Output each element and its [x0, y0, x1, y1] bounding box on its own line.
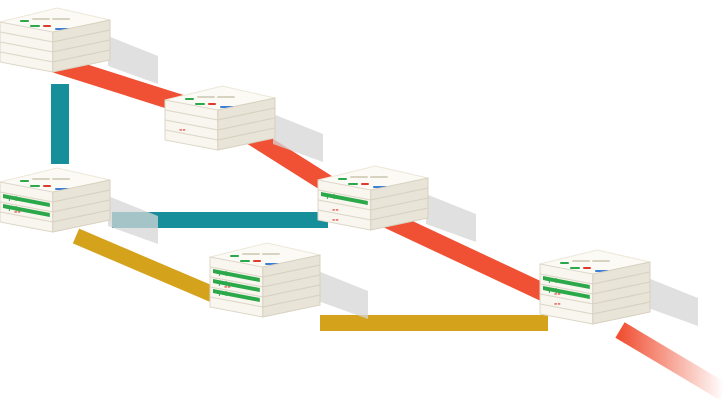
stack-shadow	[273, 114, 323, 162]
red-minus-marker: --	[332, 215, 339, 224]
stack-top-mark	[570, 267, 580, 269]
stack-top-mark	[338, 178, 347, 180]
red-minus-marker: --	[554, 289, 561, 298]
stack-top-mark	[43, 185, 51, 187]
stack-shadow	[108, 36, 158, 84]
stack-top-mark	[32, 18, 50, 20]
green-band-marker	[543, 276, 590, 289]
stack-top-mark	[262, 253, 280, 255]
green-plus-marker: ++	[216, 269, 229, 278]
tail-layer	[615, 322, 728, 400]
stack-top-mark	[52, 178, 70, 180]
stack-top-mark	[217, 96, 235, 98]
stack-shadow	[318, 271, 368, 319]
red-minus-marker: --	[179, 125, 186, 134]
stack-shadow	[426, 194, 476, 242]
stack-layer-right	[592, 301, 651, 325]
green-plus-marker: ++	[324, 192, 337, 201]
node-layer: --++++--++----++++++--++++----	[0, 7, 698, 326]
stack-layer-right	[370, 207, 429, 231]
commit-top-left	[0, 7, 158, 84]
stack-layer-right	[52, 49, 111, 73]
red-minus-marker: --	[332, 205, 339, 214]
stack-top-mark	[230, 255, 239, 257]
stack-top-mark	[583, 267, 591, 269]
green-plus-marker: ++	[6, 194, 19, 203]
green-plus-marker: ++	[546, 286, 559, 295]
stack-layer-right	[52, 209, 111, 233]
stack-top-mark	[185, 98, 194, 100]
commit-middle-left: ++++--	[0, 167, 158, 244]
stack-top-mark	[52, 18, 70, 20]
branch-connector-red-tail	[615, 322, 728, 400]
stack-top-mark	[43, 25, 51, 27]
stack-top-mark	[592, 260, 610, 262]
stack-top-mark	[195, 103, 205, 105]
stack-top-mark	[30, 185, 40, 187]
red-minus-marker: --	[224, 282, 231, 291]
stack-top-mark	[240, 260, 250, 262]
stack-top-mark	[253, 260, 261, 262]
green-band-marker	[3, 204, 50, 217]
stack-top-mark	[348, 183, 358, 185]
green-band-marker	[3, 194, 50, 207]
stack-top-mark	[572, 260, 590, 262]
red-minus-marker: --	[554, 299, 561, 308]
green-band-marker	[213, 269, 260, 282]
stack-top-mark	[242, 253, 260, 255]
green-band-marker	[543, 286, 590, 299]
green-plus-marker: ++	[6, 204, 19, 213]
stack-top-mark	[361, 183, 369, 185]
green-band-marker	[321, 192, 368, 205]
stack-top-mark	[30, 25, 40, 27]
stack-shadow	[648, 278, 698, 326]
commit-bottom-right: ++++----	[539, 249, 698, 326]
stack-top-mark	[32, 178, 50, 180]
stack-top-mark	[20, 180, 29, 182]
green-plus-marker: ++	[216, 279, 229, 288]
branch-connector-gold-diagonal	[72, 228, 230, 308]
green-plus-marker: ++	[216, 289, 229, 298]
green-plus-marker: ++	[546, 276, 559, 285]
green-band-marker	[213, 279, 260, 292]
green-band-marker	[213, 289, 260, 302]
commit-middle-center: ++ ----	[317, 165, 476, 242]
commit-bottom-center: ++++++--	[209, 242, 368, 319]
stack-layer-right	[217, 127, 276, 151]
stack-top-mark	[350, 176, 368, 178]
stack-top-mark	[20, 20, 29, 22]
stack-top-mark	[560, 262, 569, 264]
stack-layer-right	[262, 294, 321, 318]
red-minus-marker: --	[14, 207, 21, 216]
stack-top-mark	[197, 96, 215, 98]
commit-top-middle: --	[164, 85, 323, 162]
stack-top-mark	[208, 103, 216, 105]
stack-top-mark	[370, 176, 388, 178]
stack-shadow	[108, 196, 158, 244]
